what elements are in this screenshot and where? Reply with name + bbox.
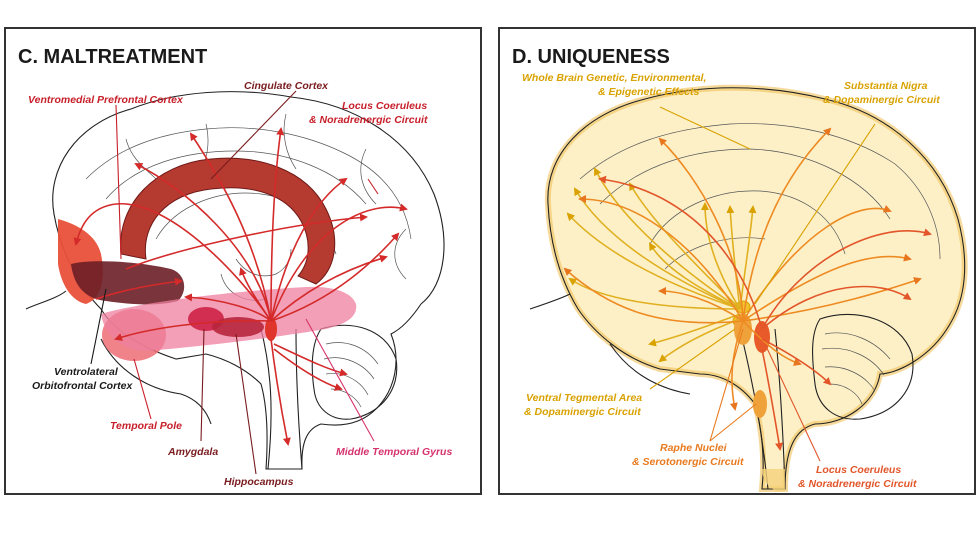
label-locus-coeruleus: Locus Coeruleus: [816, 464, 901, 476]
label-whole-brain-effects: Whole Brain Genetic, Environmental,: [522, 72, 706, 84]
label-vta-dopaminergic-circuit: & Dopaminergic Circuit: [524, 406, 641, 418]
label-cingulate-cortex: Cingulate Cortex: [244, 80, 329, 92]
label-ventral-tegmental-area: Ventral Tegmental Area: [526, 392, 642, 404]
maltreatment-diagram: C. MALTREATMENT: [18, 46, 452, 488]
maltreatment-panel: C. MALTREATMENT: [4, 27, 482, 495]
brain-outline: [25, 91, 445, 470]
label-raphe-nuclei: Raphe Nuclei: [660, 442, 728, 454]
label-locus-coeruleus: Locus Coeruleus: [342, 100, 427, 112]
label-noradrenergic-circuit: & Noradrenergic Circuit: [798, 478, 917, 490]
brain-outline: [529, 84, 968, 492]
label-ventrolateral: Ventrolateral: [54, 366, 119, 378]
label-serotonergic-circuit: & Serotonergic Circuit: [632, 456, 744, 468]
label-noradrenergic-circuit: & Noradrenergic Circuit: [309, 114, 428, 126]
leader-lines: [90, 90, 379, 475]
label-orbitofrontal-cortex: Orbitofrontal Cortex: [32, 380, 133, 392]
panel-title: D. UNIQUENESS: [512, 46, 670, 68]
label-sn-dopaminergic-circuit: & Dopaminergic Circuit: [823, 94, 940, 106]
label-epigenetic-effects: & Epigenetic Effects: [598, 86, 699, 98]
uniqueness-diagram: D. UNIQUENESS: [512, 46, 968, 492]
uniqueness-panel: D. UNIQUENESS: [498, 27, 976, 495]
label-substantia-nigra: Substantia Nigra: [844, 80, 928, 92]
panel-title: C. MALTREATMENT: [18, 46, 207, 68]
label-vmpfc: Ventromedial Prefrontal Cortex: [28, 94, 184, 106]
noradrenergic-arrows: [598, 175, 932, 451]
dopaminergic-arrows: [566, 167, 757, 363]
label-hippocampus: Hippocampus: [224, 476, 294, 488]
noradrenergic-arrows: [73, 127, 408, 446]
label-amygdala: Amygdala: [167, 446, 218, 458]
leader-lines: [649, 106, 876, 462]
brain-regions: [58, 157, 357, 361]
label-temporal-pole: Temporal Pole: [110, 420, 182, 432]
label-middle-temporal-gyrus: Middle Temporal Gyrus: [336, 446, 452, 458]
